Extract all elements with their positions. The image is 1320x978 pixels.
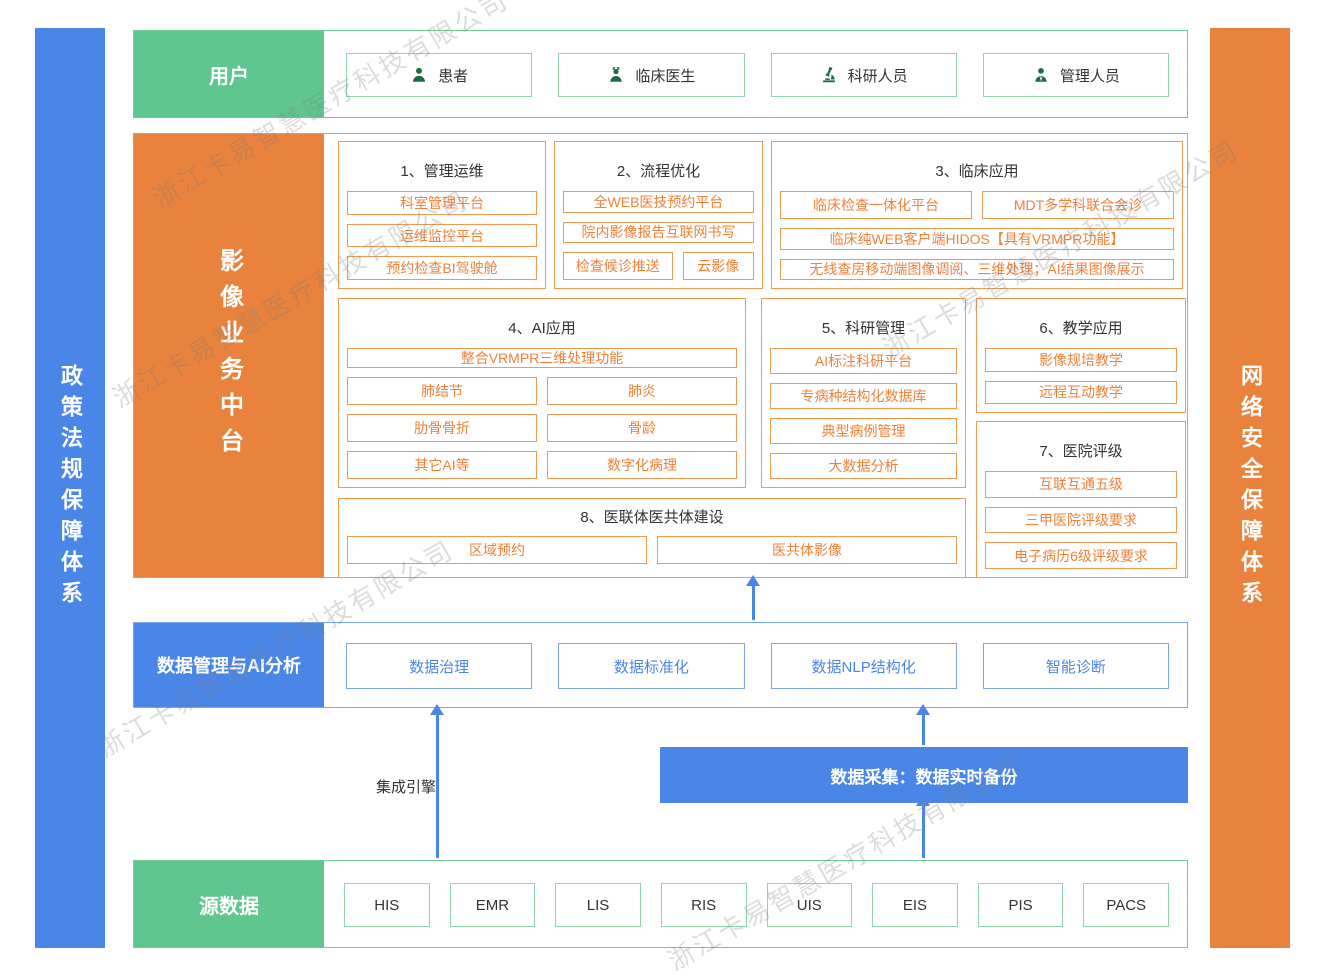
src-box-emr: EMR xyxy=(449,883,536,927)
network-security-sidebar: 网络安全保障体系 xyxy=(1210,28,1290,948)
user-label: 科研人员 xyxy=(847,67,908,85)
src-box-pis: PIS xyxy=(977,883,1064,927)
section-research-management: 5、科研管理 AI标注科研平台 专病种结构化数据库 典型病例管理 大数据分析 xyxy=(761,298,966,488)
pill-big-data: 大数据分析 xyxy=(770,453,957,479)
src-box-ris: RIS xyxy=(660,883,747,927)
pill-emr-l6: 电子病历6级评级要求 xyxy=(985,542,1177,570)
data-management-row: 数据管理与AI分析 数据治理 数据标准化 数据NLP结构化 智能诊断 xyxy=(133,622,1188,708)
imaging-platform-label: 影像业务中台 xyxy=(215,247,243,464)
pill-exam-platform: 临床检查一体化平台 xyxy=(780,191,972,219)
pill-bi-cockpit: 预约检查BI驾驶舱 xyxy=(347,256,537,281)
pill-disease-db: 专病种结构化数据库 xyxy=(770,383,957,409)
section-title: 8、医联体医共体建设 xyxy=(580,509,724,526)
users-row-items: 患者 临床医生 科研人员 管理人员 xyxy=(346,53,1169,97)
section-process-optimization: 2、流程优化 全WEB医技预约平台 院内影像报告互联网书写 检查候诊推送 云影像 xyxy=(554,141,763,289)
doctor-icon xyxy=(610,66,622,82)
user-label: 患者 xyxy=(438,67,469,85)
integration-engine-label: 集成引擎 xyxy=(376,779,437,796)
source-data-items: HIS EMR LIS RIS UIS EIS PIS PACS xyxy=(344,883,1169,927)
section8-row: 区域预约 医共体影像 xyxy=(347,536,957,564)
pill-lung-nodule: 肺结节 xyxy=(347,377,537,405)
pill-dept-mgmt: 科室管理平台 xyxy=(347,191,537,215)
pill-pneumonia: 肺炎 xyxy=(547,377,737,405)
pill-interconnect-l5: 互联互通五级 xyxy=(985,471,1177,498)
section-medical-alliance: 8、医联体医共体建设 区域预约 医共体影像 xyxy=(338,498,966,578)
data-box-ai-diagnosis: 智能诊断 xyxy=(982,643,1169,689)
arrow-integration-engine xyxy=(430,704,444,858)
pill-digital-pathology: 数字化病理 xyxy=(547,451,737,479)
network-sidebar-label: 网络安全保障体系 xyxy=(1238,364,1263,612)
microscope-icon xyxy=(822,66,835,83)
pill-cloud-imaging: 云影像 xyxy=(682,252,754,280)
policy-regulation-sidebar: 政策法规保障体系 xyxy=(35,28,105,948)
pill-case-mgmt: 典型病例管理 xyxy=(770,418,957,444)
section-title: 3、临床应用 xyxy=(935,163,1019,180)
pill-web-booking: 全WEB医技预约平台 xyxy=(563,191,754,213)
users-row-header: 用户 xyxy=(134,31,324,117)
pill-other-ai: 其它AI等 xyxy=(347,451,537,479)
imaging-platform-header: 影像业务中台 xyxy=(134,134,324,577)
arrow-datamgmt-to-platform xyxy=(746,575,760,620)
section2-bottom-row: 检查候诊推送 云影像 xyxy=(563,252,754,280)
source-data-header: 源数据 xyxy=(134,861,324,947)
data-box-nlp: 数据NLP结构化 xyxy=(770,643,957,689)
pill-remote-teaching: 远程互动教学 xyxy=(985,380,1177,404)
data-box-standardization: 数据标准化 xyxy=(558,643,745,689)
user-box-doctor: 临床医生 xyxy=(558,53,745,97)
pill-regional-booking: 区域预约 xyxy=(347,536,647,564)
pill-mdt: MDT多学科联合会诊 xyxy=(982,191,1174,219)
pill-mobile-rounds: 无线查房移动端图像调阅、三维处理；AI结果图像展示 xyxy=(780,258,1174,280)
user-box-researcher: 科研人员 xyxy=(770,53,957,97)
src-box-pacs: PACS xyxy=(1083,883,1169,927)
pill-report-writing: 院内影像报告互联网书写 xyxy=(563,221,754,243)
src-box-lis: LIS xyxy=(555,883,641,927)
patient-icon xyxy=(413,67,426,82)
pill-queue-push: 检查候诊推送 xyxy=(563,252,673,280)
source-data-row: 源数据 HIS EMR LIS RIS UIS EIS PIS PACS xyxy=(133,860,1188,948)
ai-grid: 肺结节 肺炎 肋骨骨折 骨龄 其它AI等 数字化病理 xyxy=(347,377,737,479)
pill-training-teaching: 影像规培教学 xyxy=(985,348,1177,372)
policy-sidebar-label: 政策法规保障体系 xyxy=(58,364,83,612)
section-teaching-application: 6、教学应用 影像规培教学 远程互动教学 xyxy=(976,298,1186,413)
section-title: 5、科研管理 xyxy=(821,320,906,337)
pill-hidos: 临床纯WEB客户端HIDOS【具有VRMPR功能】 xyxy=(780,228,1174,250)
section-title: 1、管理运维 xyxy=(400,163,484,180)
admin-icon xyxy=(1035,68,1047,82)
imaging-platform-panel: 影像业务中台 1、管理运维 科室管理平台 运维监控平台 预约检查BI驾驶舱 2、… xyxy=(133,133,1188,578)
data-management-header: 数据管理与AI分析 xyxy=(134,623,324,707)
pill-ai-annotation: AI标注科研平台 xyxy=(770,348,957,374)
data-management-items: 数据治理 数据标准化 数据NLP结构化 智能诊断 xyxy=(346,643,1169,689)
section-title: 2、流程优化 xyxy=(616,163,701,180)
section3-top-row: 临床检查一体化平台 MDT多学科联合会诊 xyxy=(780,191,1174,219)
section-title: 7、医院评级 xyxy=(1039,443,1123,460)
pill-vrmpr: 整合VRMPR三维处理功能 xyxy=(347,348,737,368)
src-box-his: HIS xyxy=(344,883,430,927)
data-collection-box: 数据采集：数据实时备份 xyxy=(660,747,1188,803)
src-box-eis: EIS xyxy=(872,883,958,927)
section-hospital-rating: 7、医院评级 互联互通五级 三甲医院评级要求 电子病历6级评级要求 xyxy=(976,421,1186,578)
user-label: 临床医生 xyxy=(635,67,696,85)
section-ai-application: 4、AI应用 整合VRMPR三维处理功能 肺结节 肺炎 肋骨骨折 骨龄 其它AI… xyxy=(338,298,746,488)
src-box-uis: UIS xyxy=(766,883,853,927)
section-title: 6、教学应用 xyxy=(1039,320,1123,337)
user-box-patient: 患者 xyxy=(346,53,533,97)
user-label: 管理人员 xyxy=(1059,67,1120,85)
section-clinical-application: 3、临床应用 临床检查一体化平台 MDT多学科联合会诊 临床纯WEB客户端HID… xyxy=(771,141,1183,289)
pill-alliance-imaging: 医共体影像 xyxy=(657,536,957,564)
user-box-admin: 管理人员 xyxy=(982,53,1169,97)
users-row: 用户 患者 临床医生 科研人员 管理人员 xyxy=(133,30,1188,118)
section-title: 4、AI应用 xyxy=(508,320,576,337)
pill-rib-fracture: 肋骨骨折 xyxy=(347,414,537,442)
data-box-governance: 数据治理 xyxy=(346,643,533,689)
arrow-collection-to-datamgmt xyxy=(916,704,930,745)
pill-bone-age: 骨龄 xyxy=(547,414,737,442)
section-management-ops: 1、管理运维 科室管理平台 运维监控平台 预约检查BI驾驶舱 xyxy=(338,141,546,289)
pill-ops-monitor: 运维监控平台 xyxy=(347,223,537,248)
pill-3a-rating: 三甲医院评级要求 xyxy=(985,506,1177,534)
arrow-source-to-collection xyxy=(916,795,930,858)
